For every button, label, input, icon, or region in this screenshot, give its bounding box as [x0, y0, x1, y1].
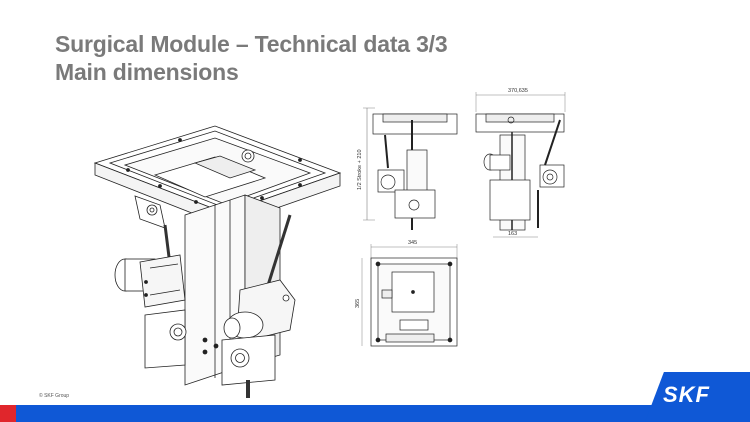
title-line-2: Main dimensions — [55, 59, 239, 85]
front-view-drawing — [475, 92, 566, 238]
skf-logo: SKF — [663, 382, 710, 407]
dim-top-height: 365 — [355, 299, 361, 308]
side-view-drawing — [363, 107, 458, 230]
dim-side-height: 1/2 Stroke + 210 — [357, 149, 363, 190]
logo-background — [645, 372, 750, 422]
copyright-text: © SKF Group — [39, 393, 70, 399]
red-accent-mark — [0, 405, 16, 422]
dim-front-bottom: 163 — [508, 231, 517, 237]
title-line-1: Surgical Module – Technical data 3/3 — [55, 31, 448, 57]
slide-title: Surgical Module – Technical data 3/3 Mai… — [55, 30, 448, 86]
dim-front-width: 370,635 — [508, 88, 528, 94]
footer-bar — [0, 405, 750, 422]
dim-top-width: 345 — [408, 240, 417, 246]
top-view-drawing — [361, 244, 458, 347]
isometric-module-drawing — [93, 125, 342, 398]
